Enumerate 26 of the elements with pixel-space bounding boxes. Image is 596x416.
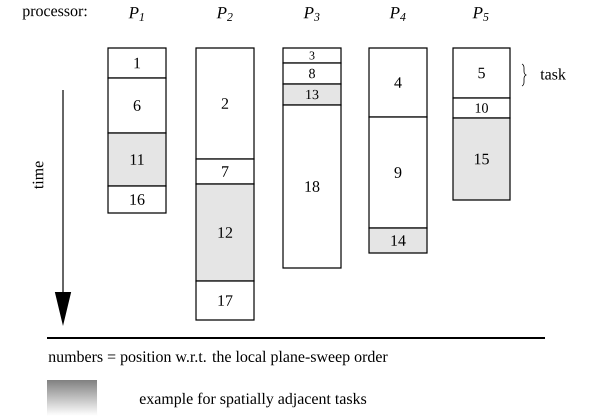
processor-name: P$_{5}$ [472,7,489,21]
task-box: 14 [368,227,428,254]
task-box: 1 [107,47,167,79]
task-box: 13 [282,83,342,106]
task-box: 16 [107,185,167,214]
axis-label: time [32,161,44,190]
task-box: 4 [368,47,428,118]
task-label: task [540,68,566,80]
legend-text: example for spatially adjacent tasks [140,392,366,408]
processor-name: P$_{1}$ [128,7,144,21]
task-box: 11 [107,132,167,187]
processor-name: P$_{2}$ [216,7,233,21]
processor-name: P$_{3}$ [304,7,320,21]
task-box: 18 [282,104,342,269]
task-box: 17 [195,280,255,321]
task-box: 8 [282,62,342,85]
task-box: 10 [452,97,511,119]
note-text: numbers = position w.r.t. the local plane-sweep order [48,350,388,366]
task-box: 6 [107,77,167,134]
task-box: 9 [368,116,428,229]
task-box: 3 [282,47,342,64]
task-box: 7 [195,158,255,185]
processor-label: processor: [22,8,86,20]
processor-name: P$_{4}$ [390,7,406,21]
task-box: 15 [452,117,511,201]
task-box: 12 [195,183,255,282]
